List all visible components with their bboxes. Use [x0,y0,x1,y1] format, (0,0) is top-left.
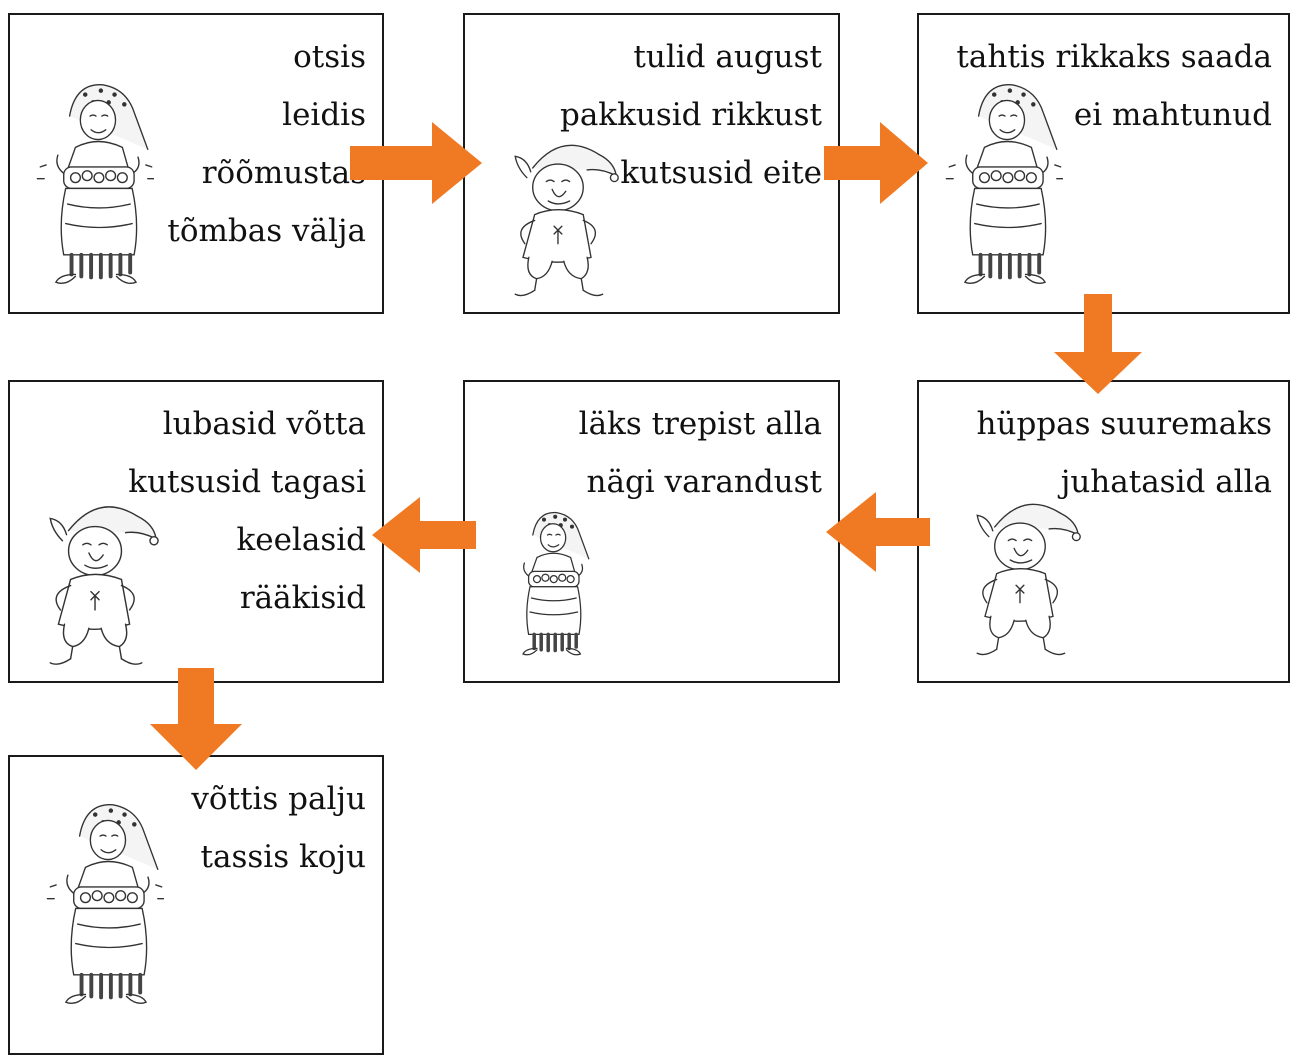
box-1-line-4: tõmbas välja [167,213,366,249]
arrow-left-2 [372,497,476,573]
old-woman-icon [46,804,164,1005]
box-2-line-1: tulid august [633,39,822,75]
story-box-2: tulid august pakkusid rikkust kutsusid e… [463,13,840,314]
story-box-3: tahtis rikkaks saada ei mahtunud [917,13,1290,314]
arrow-down-2 [150,668,242,770]
box-6-line-4: rääkisid [239,580,366,616]
box-1-line-1: otsis [293,39,366,75]
goblin-icon [49,506,159,665]
box-7-line-1: võttis palju [191,781,366,817]
box-4-line-2: juhatasid alla [1060,464,1272,500]
box-5-line-1: läks trepist alla [578,406,822,442]
arrow-down-1 [1054,294,1142,394]
box-7-line-2: tassis koju [200,839,366,875]
story-box-6: lubasid võtta kutsusid tagasi keelasid r… [8,380,384,683]
box-3-line-2: ei mahtunud [1073,97,1272,133]
box-5-line-2: nägi varandust [586,464,823,500]
goblin-icon [976,503,1081,656]
story-box-7: võttis palju tassis koju [8,755,384,1055]
box-4-line-1: hüppas suuremaks [976,406,1272,442]
story-box-1: otsis leidis rõõmustas tõmbas välja [8,13,384,314]
box-6-line-1: lubasid võtta [162,406,366,442]
box-6-line-3: keelasid [236,522,366,558]
old-woman-icon [522,511,590,656]
story-box-5: läks trepist alla nägi varandust [463,380,840,683]
arrow-right-2 [824,122,928,204]
story-box-4: hüppas suuremaks juhatasid alla [917,380,1290,683]
box-3-line-1: tahtis rikkaks saada [956,39,1272,75]
box-2-line-2: pakkusid rikkust [559,97,822,133]
box-6-line-2: kutsusid tagasi [128,464,366,500]
goblin-icon [514,144,619,297]
old-woman-icon [945,84,1063,285]
box-1-line-2: leidis [282,97,366,133]
box-1-line-3: rõõmustas [201,155,366,191]
box-2-line-3: kutsusid eite [620,155,822,191]
old-woman-icon [36,84,154,285]
arrow-left-1 [826,492,930,572]
arrow-right-1 [350,122,482,204]
